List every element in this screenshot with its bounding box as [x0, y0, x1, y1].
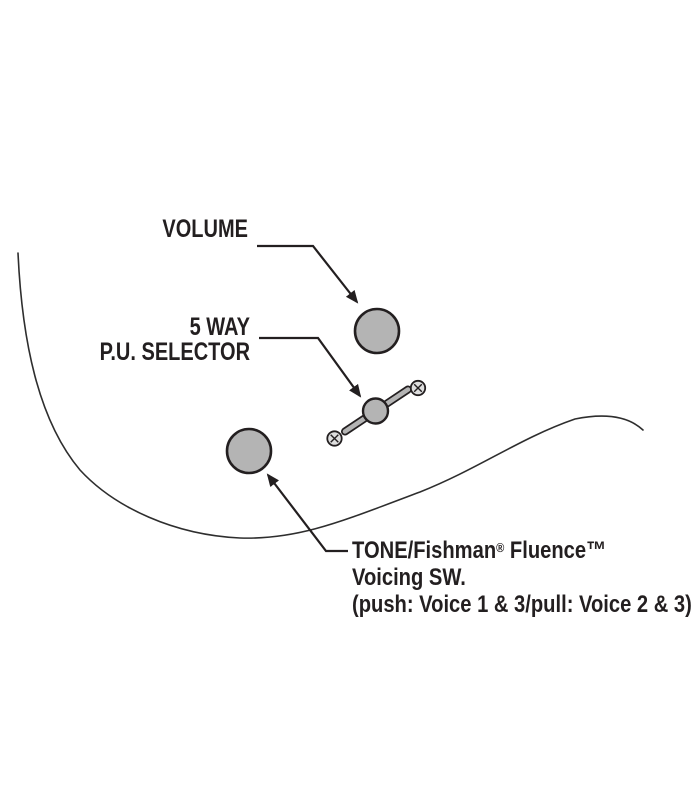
- trademark-mark: ™: [586, 536, 607, 564]
- volume-label: VOLUME: [162, 215, 248, 243]
- pickup-selector-label: 5 WAY P.U. SELECTOR: [100, 315, 250, 365]
- selector-leader-arrow: [259, 336, 362, 398]
- tone-voicing-label-line2: Voicing SW.: [352, 563, 466, 591]
- pickup-selector-label-line1: 5 WAY: [189, 313, 250, 341]
- pickup-selector-switch: [326, 379, 427, 447]
- volume-knob: [353, 307, 401, 355]
- pickup-selector-label-line2: P.U. SELECTOR: [99, 338, 250, 366]
- registered-mark: ®: [496, 540, 505, 555]
- tone-voicing-label-line1: TONE/Fishman® Fluence™: [352, 536, 607, 564]
- selector-screw-top-icon: [409, 379, 427, 397]
- tone-voicing-label-line3: (push: Voice 1 & 3/pull: Voice 2 & 3): [352, 590, 692, 618]
- volume-leader-arrow: [257, 244, 359, 304]
- guitar-body-outline: [17, 252, 644, 539]
- tone-voicing-label: TONE/Fishman® Fluence™ Voicing SW. (push…: [352, 534, 692, 618]
- selector-screw-bottom-icon: [326, 430, 343, 447]
- tone-knob: [225, 427, 273, 475]
- tone-leader-arrow: [266, 473, 348, 553]
- selector-pivot: [361, 397, 390, 425]
